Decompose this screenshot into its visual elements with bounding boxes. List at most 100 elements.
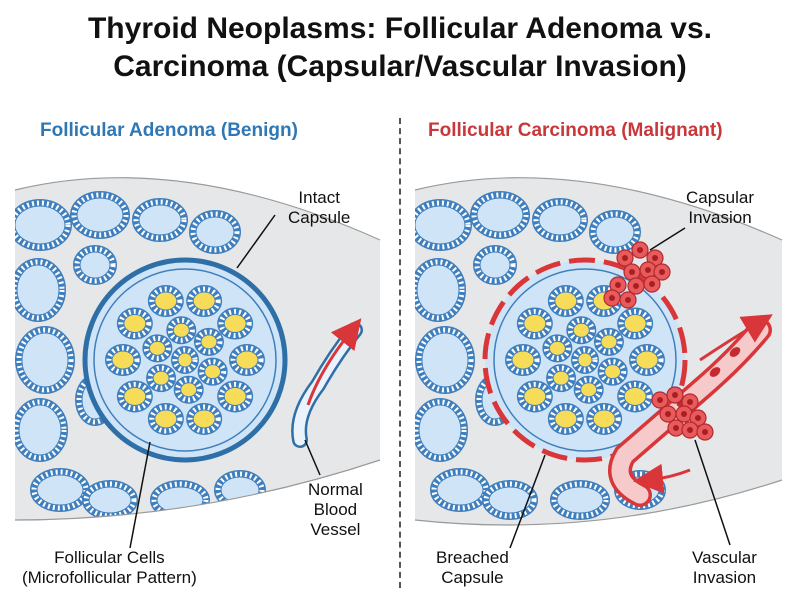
follicle <box>197 357 228 386</box>
follicle <box>30 468 90 512</box>
background-follicles <box>415 191 666 520</box>
label-follicular-cells: Follicular Cells (Microfollicular Patter… <box>22 548 197 587</box>
follicle <box>547 285 584 318</box>
follicle <box>589 210 641 254</box>
follicle <box>550 480 610 520</box>
tumor-cell <box>659 405 677 423</box>
label-normal-blood-vessel: Normal Blood Vessel <box>308 480 363 539</box>
follicle <box>186 285 223 318</box>
tumor-cell <box>627 277 645 295</box>
capsular-invasion-leader <box>649 227 686 251</box>
breached-capsule-leader <box>509 454 546 549</box>
vascular-invasion-cluster <box>651 386 714 441</box>
microfollicles <box>105 285 265 435</box>
follicle <box>593 327 624 356</box>
follicle <box>70 191 130 239</box>
follicle <box>132 198 188 242</box>
label-breached-capsule: Breached Capsule <box>436 548 509 587</box>
follicle <box>15 258 66 322</box>
background-follicles <box>15 191 266 520</box>
tumor-cell <box>681 421 699 439</box>
follicle <box>415 398 468 462</box>
panel-divider <box>399 118 401 588</box>
follicle <box>482 480 538 520</box>
follicle <box>116 380 153 413</box>
tumor-cell <box>631 241 649 259</box>
normal-blood-vessel <box>291 318 363 448</box>
follicle <box>505 344 541 376</box>
follicle <box>15 199 72 251</box>
adenoma-nodule <box>82 257 288 463</box>
breached-capsule-ring <box>482 257 688 463</box>
adenoma-heading: Follicular Adenoma (Benign) <box>40 120 298 141</box>
carcinoma-tissue <box>415 177 782 525</box>
capsule-leader <box>236 214 276 269</box>
follicle <box>217 380 254 413</box>
follicle <box>415 199 472 251</box>
label-capsular-invasion: Capsular Invasion <box>686 188 755 227</box>
vascular-invasion-leader <box>694 439 731 546</box>
follicle <box>547 402 584 435</box>
tumor-cell <box>603 289 621 307</box>
carcinoma-heading: Follicular Carcinoma (Malignant) <box>428 120 723 141</box>
follicle <box>166 316 197 345</box>
follicle <box>415 258 466 322</box>
title-line-1: Thyroid Neoplasms: Follicular Adenoma vs… <box>87 12 713 45</box>
cells-leader <box>129 441 151 549</box>
title-line-2: Carcinoma (Capsular/Vascular Invasion) <box>113 50 687 83</box>
label-vascular-invasion: Vascular Invasion <box>692 548 757 587</box>
follicle <box>105 344 141 376</box>
diagram-title: Thyroid Neoplasms: Follicular Adenoma vs… <box>0 10 800 86</box>
tumor-cell <box>675 405 693 423</box>
label-intact-capsule: Intact Capsule <box>288 188 351 227</box>
tumor-cell <box>643 275 661 293</box>
follicle <box>430 468 490 512</box>
follicle <box>171 346 199 374</box>
follicle <box>150 480 210 520</box>
invaded-blood-vessel <box>608 314 773 507</box>
capsular-invasion-cluster <box>603 241 671 309</box>
follicle <box>546 364 577 393</box>
follicle <box>542 334 573 363</box>
follicle <box>15 326 75 394</box>
tumor-cell <box>689 409 707 427</box>
follicle <box>617 307 654 340</box>
follicle <box>173 375 204 404</box>
follicle <box>147 285 184 318</box>
follicle <box>189 210 241 254</box>
follicle <box>532 198 588 242</box>
follicle <box>186 402 223 435</box>
carcinoma-nodule <box>482 257 688 463</box>
vessel-leader <box>304 439 321 476</box>
follicle <box>142 334 173 363</box>
follicle <box>146 364 177 393</box>
tumor-cell <box>653 263 671 281</box>
tumor-cell <box>619 291 637 309</box>
tumor-cell <box>651 391 669 409</box>
follicle <box>147 402 184 435</box>
follicle <box>566 316 597 345</box>
follicle <box>116 307 153 340</box>
follicle <box>586 402 623 435</box>
follicle <box>516 380 553 413</box>
follicle <box>15 398 68 462</box>
tumor-cell <box>666 386 684 404</box>
tumor-cell <box>667 419 685 437</box>
follicle <box>516 307 553 340</box>
follicle <box>217 307 254 340</box>
follicle <box>597 357 628 386</box>
tumor-cell <box>696 423 714 441</box>
tumor-cell <box>616 249 634 267</box>
follicle <box>617 380 654 413</box>
follicle <box>415 326 475 394</box>
follicle <box>573 375 604 404</box>
follicle <box>73 245 117 285</box>
follicle <box>470 191 530 239</box>
follicle <box>229 344 265 376</box>
follicle <box>193 327 224 356</box>
tissue-outline <box>414 177 783 526</box>
follicle <box>571 346 599 374</box>
follicle <box>473 245 517 285</box>
tissue-outline <box>14 177 381 521</box>
